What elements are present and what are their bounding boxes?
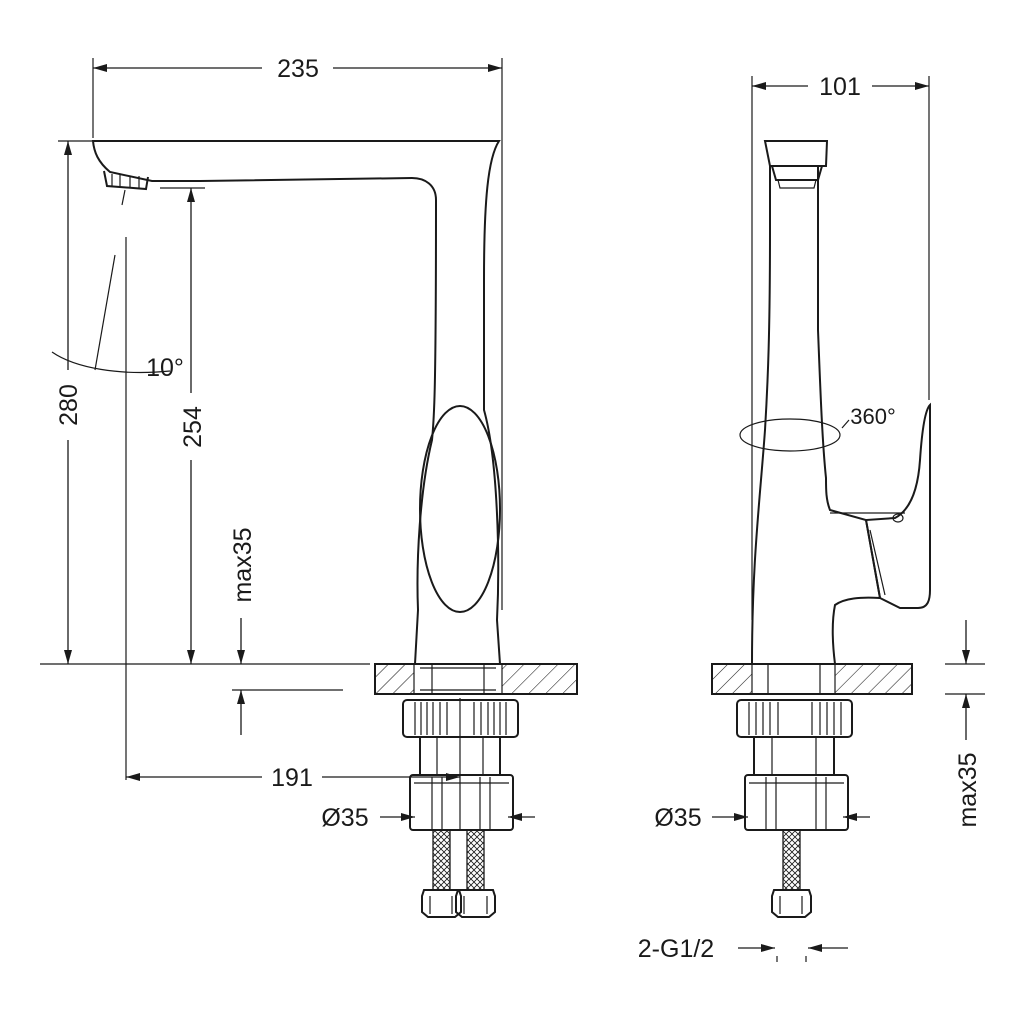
front-nut-ribs	[748, 702, 842, 735]
side-faucet-body	[91, 140, 502, 665]
spout-axis-mark	[121, 189, 126, 206]
rotation-label: 360°	[850, 404, 896, 429]
front-width-label: 101	[819, 73, 861, 101]
width-dimension-label: 235	[277, 55, 319, 83]
spout-tilt-line	[94, 254, 116, 371]
spout-height-label: 254	[179, 406, 207, 448]
front-mounting-nut	[736, 699, 853, 738]
front-hose-nut	[771, 889, 812, 918]
side-hose-left	[432, 829, 451, 891]
front-counter-thickness-label: max35	[954, 752, 982, 827]
side-hose-nut-left	[421, 889, 462, 918]
front-spout-tip	[763, 140, 829, 167]
side-countertop-outline	[374, 663, 578, 695]
side-nut-ribs	[414, 702, 507, 735]
spout-angle-label: 10°	[146, 354, 184, 382]
aerator	[103, 170, 149, 191]
total-height-label: 280	[55, 384, 83, 426]
side-counter-thickness-label: max35	[229, 527, 257, 602]
front-hose	[782, 829, 801, 891]
side-hose-nut-right	[455, 889, 496, 918]
front-view: 101 360° max35 Ø35 2-G1/2	[638, 73, 985, 963]
side-hole-diameter-label: Ø35	[321, 804, 368, 832]
side-washer	[409, 774, 514, 831]
front-lever	[864, 402, 931, 609]
side-view: 235 280 254 max35 191 Ø35 10°	[40, 55, 578, 918]
front-hole-diameter-label: Ø35	[654, 804, 701, 832]
side-lever-handle	[419, 405, 501, 613]
reach-label: 191	[271, 764, 313, 792]
side-hose-right	[466, 829, 485, 891]
front-faucet-body	[750, 166, 882, 665]
connection-thread-label: 2-G1/2	[638, 935, 714, 963]
rotation-indicator	[739, 418, 841, 452]
spout-angle-arc	[51, 351, 171, 374]
